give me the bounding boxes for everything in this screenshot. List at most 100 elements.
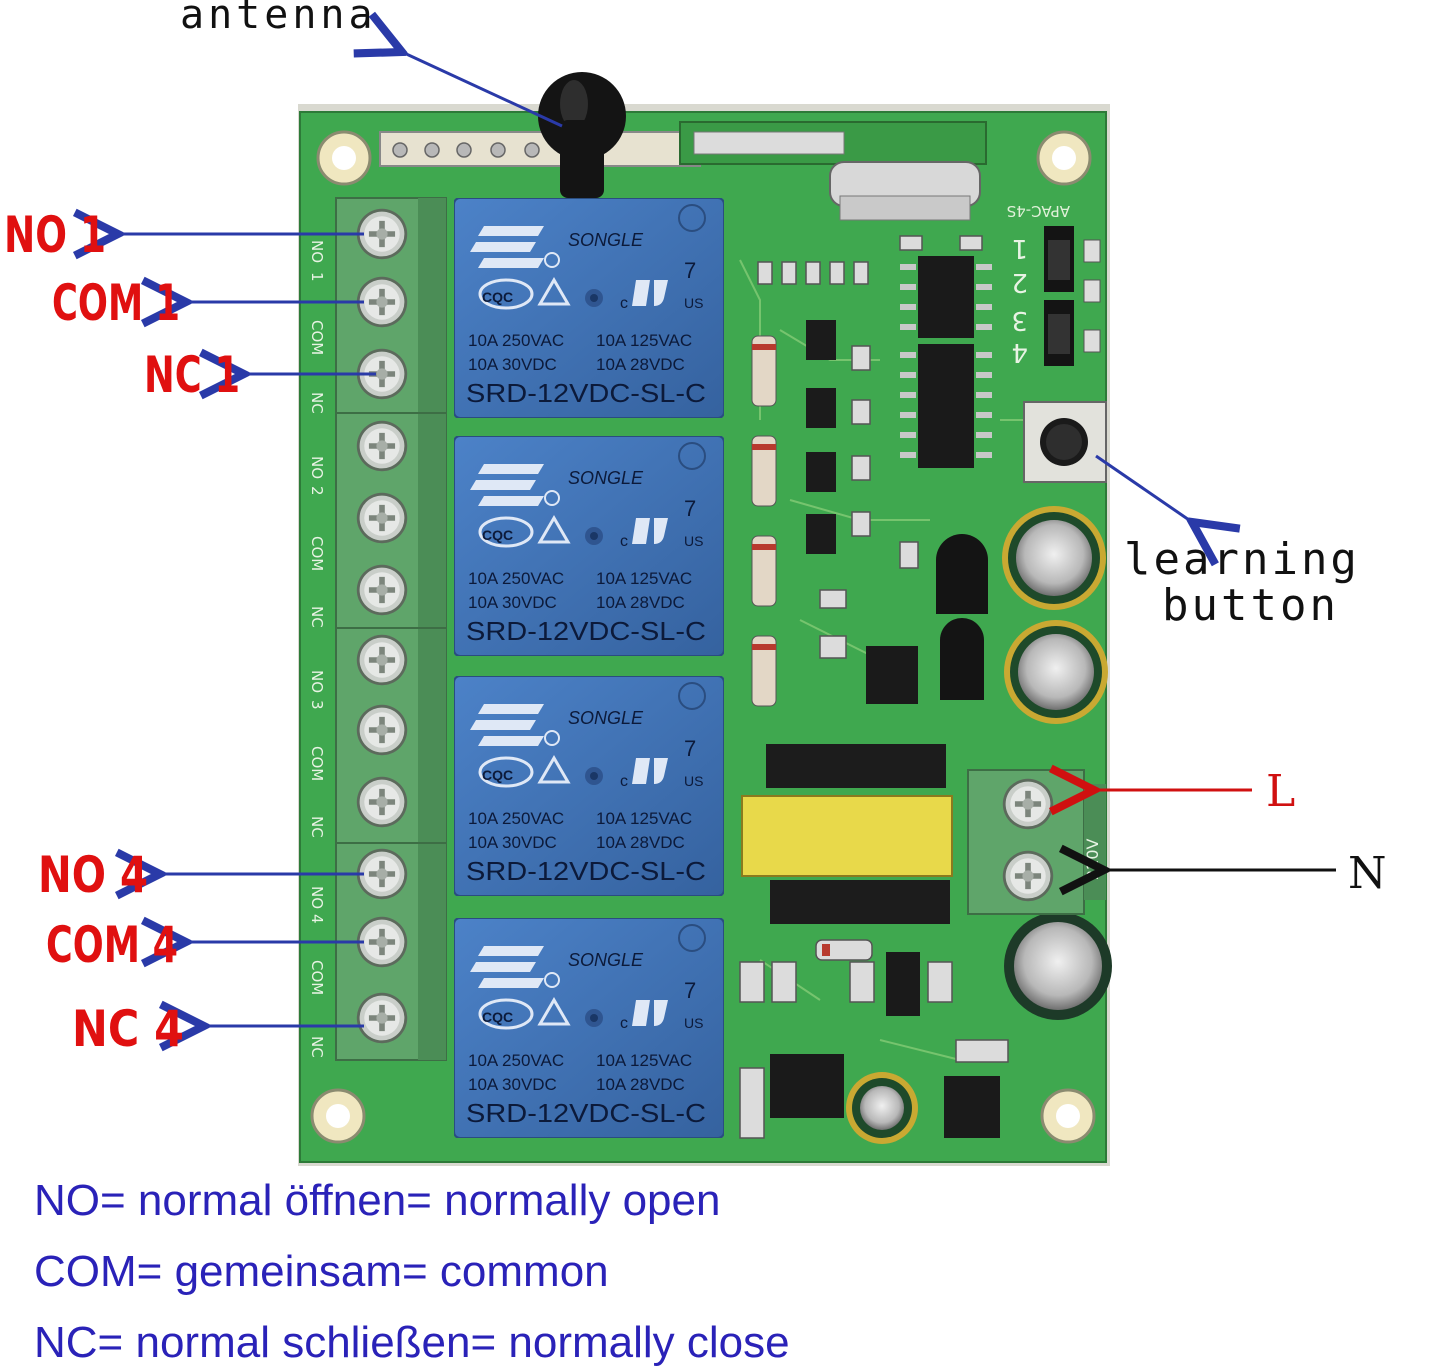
terminal-mark: NO (308, 886, 326, 909)
terminal-screw (356, 564, 408, 616)
jumper-number: 4 (1011, 337, 1028, 367)
relay-number: 7 (684, 736, 696, 761)
relay-board-diagram: APAC-4S NO1COMNCNO2COMNCNO3COMNCNO4COMNC… (4, 0, 1387, 1166)
relay-cert: CQC (482, 767, 513, 783)
terminal-mark: NO (308, 240, 326, 263)
legend-nc: NC= normal schließen= normally close (34, 1318, 790, 1367)
antenna-coil (538, 72, 626, 198)
ic-chips (900, 256, 992, 468)
relay-number: 7 (684, 258, 696, 283)
terminal-mark: COM (308, 960, 326, 995)
jumper-number: 2 (1011, 267, 1028, 297)
relay-cert: CQC (482, 527, 513, 543)
relay-ul: c (620, 533, 628, 550)
relay-rating: 10A 28VDC (596, 1075, 685, 1094)
live-label: L (1266, 766, 1295, 817)
terminal-screw (356, 492, 408, 544)
label-com1: COM 1 (52, 274, 180, 332)
relay-brand: SONGLE (568, 950, 644, 970)
relay-rating: 10A 28VDC (596, 355, 685, 374)
legend-com: COM= gemeinsam= common (34, 1247, 609, 1296)
annotation-arrows (118, 52, 1336, 1026)
terminal-mark: NC (308, 816, 326, 838)
relay-rating: 10A 30VDC (468, 833, 557, 852)
relay-model: SRD-12VDC-SL-C (466, 378, 706, 408)
terminal-block-left (335, 197, 447, 1061)
relay-rating: 10A 30VDC (468, 1075, 557, 1094)
label-nc1: NC 1 (144, 346, 240, 404)
learning-button-arrow (1095, 454, 1192, 522)
relay-us: US (684, 1015, 703, 1031)
button-label: button (1162, 580, 1339, 631)
relay-rating: 10A 250VAC (468, 331, 564, 350)
relay-rating: 10A 250VAC (468, 809, 564, 828)
terminal-mark: 2 (308, 486, 326, 496)
jumper-number: 1 (1011, 233, 1028, 263)
label-com4: COM 4 (46, 916, 178, 974)
relay-ul: c (620, 1015, 628, 1032)
legend-no: NO= normal öffnen= normally open (34, 1176, 721, 1225)
relay-number: 7 (684, 496, 696, 521)
relay-brand: SONGLE (568, 708, 644, 728)
terminal-mark: COM (308, 320, 326, 355)
relay-cert: CQC (482, 1009, 513, 1025)
power-terminal: 220V (967, 769, 1106, 915)
terminal-screw (356, 848, 408, 900)
terminal-mark: NC (308, 606, 326, 628)
terminal-screw (356, 776, 408, 828)
supply-voltage-label: 220V (1083, 838, 1102, 880)
relay-ul: c (620, 295, 628, 312)
relay-rating: 10A 125VAC (596, 1051, 692, 1070)
relay-ul: c (620, 773, 628, 790)
terminal-mark: 4 (308, 914, 326, 924)
relay-rating: 10A 250VAC (468, 1051, 564, 1070)
learning-button (1023, 401, 1107, 483)
terminal-screw (356, 634, 408, 686)
terminal-mark: NO (308, 670, 326, 693)
terminal-mark: 1 (308, 272, 326, 282)
antenna-label: antenna (180, 0, 377, 38)
relay-us: US (684, 773, 703, 789)
relay-rating: 10A 125VAC (596, 809, 692, 828)
capacitors (846, 506, 1112, 1144)
relay-rating: 10A 30VDC (468, 593, 557, 612)
relay-brand: SONGLE (568, 468, 644, 488)
terminal-mark: 3 (308, 700, 326, 710)
terminal-mark: NO (308, 456, 326, 479)
antenna-arrow (402, 52, 563, 128)
terminal-screw (356, 420, 408, 472)
terminal-screw (356, 276, 408, 328)
relay-rating: 10A 250VAC (468, 569, 564, 588)
relay-brand: SONGLE (568, 230, 644, 250)
terminal-mark: COM (308, 746, 326, 781)
label-nc4: NC 4 (72, 1000, 184, 1058)
relay-number: 7 (684, 978, 696, 1003)
terminal-screw (356, 916, 408, 968)
terminal-screw (356, 704, 408, 756)
terminal-mark: COM (308, 536, 326, 571)
terminal-mark: NC (308, 392, 326, 414)
mounting-holes (310, 130, 1096, 1144)
relay-rating: 10A 125VAC (596, 569, 692, 588)
rf-module: APAC-4S (379, 121, 1070, 221)
terminal-mark: NC (308, 1036, 326, 1058)
relay-us: US (684, 295, 703, 311)
relay-model: SRD-12VDC-SL-C (466, 856, 706, 886)
relay-us: US (684, 533, 703, 549)
relay-model: SRD-12VDC-SL-C (466, 1098, 706, 1128)
relay-rating: 10A 125VAC (596, 331, 692, 350)
relay-rating: 10A 30VDC (468, 355, 557, 374)
relay-cert: CQC (482, 289, 513, 305)
learning-label: learning (1124, 534, 1360, 585)
neutral-label: N (1348, 848, 1387, 899)
terminal-screw (356, 208, 408, 260)
transformer (741, 744, 953, 924)
